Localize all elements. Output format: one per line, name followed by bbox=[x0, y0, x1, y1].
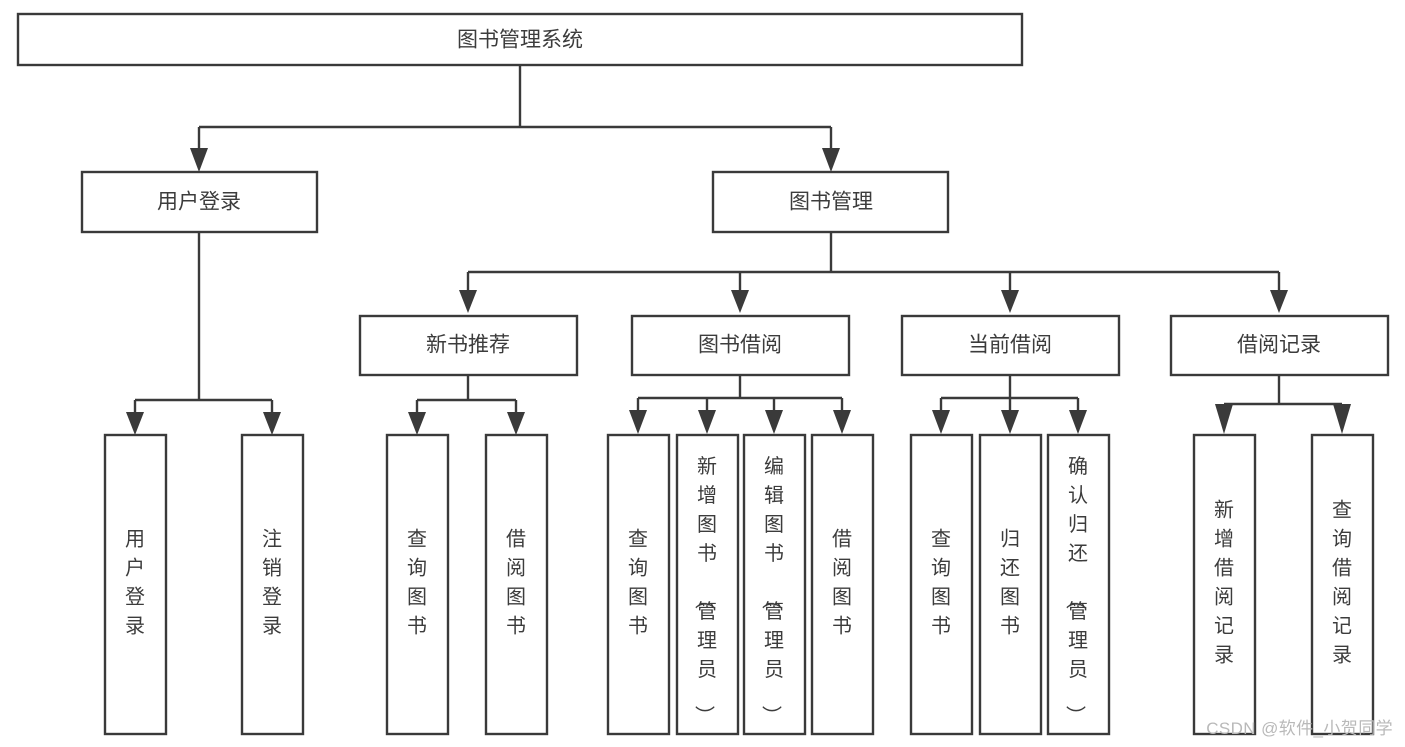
arrow-icon bbox=[507, 412, 525, 435]
arrowhead-layer bbox=[126, 148, 1351, 435]
node-new-book-recommend-box[interactable] bbox=[358, 314, 579, 377]
leaf-label: 借阅图书 bbox=[832, 528, 852, 638]
leaf-box[interactable] bbox=[1046, 433, 1111, 736]
leaf-box[interactable] bbox=[909, 433, 974, 736]
leaf-current-query-book[interactable]: 查询图书 bbox=[909, 433, 974, 736]
node-book-borrow[interactable]: 图书借阅 bbox=[630, 314, 851, 377]
leaf-borrow-query-book[interactable]: 查询图书 bbox=[606, 433, 671, 736]
leaf-record-query-record[interactable]: 查询借阅记录 bbox=[1310, 433, 1375, 736]
leaf-box[interactable] bbox=[385, 433, 450, 736]
leaf-borrow-edit-book[interactable]: 编辑图书（管理员） bbox=[742, 433, 807, 736]
leaf-label: 编辑图书（管理员） bbox=[759, 455, 784, 725]
node-user-login[interactable]: 用户登录 bbox=[80, 170, 319, 234]
node-new-book-recommend[interactable]: 新书推荐 bbox=[358, 314, 579, 377]
leaf-box[interactable] bbox=[103, 433, 168, 736]
leaf-box[interactable] bbox=[742, 433, 807, 736]
arrow-icon bbox=[1069, 410, 1087, 434]
connector-layer bbox=[133, 65, 1344, 416]
leaf-box[interactable] bbox=[1310, 433, 1375, 736]
arrow-icon bbox=[408, 412, 426, 435]
node-book-manage[interactable]: 图书管理 bbox=[711, 170, 950, 234]
arrow-icon bbox=[932, 410, 950, 434]
node-root-box[interactable] bbox=[16, 12, 1024, 67]
leaf-label: 借阅图书 bbox=[506, 528, 526, 638]
leaf-label: 查询图书 bbox=[628, 528, 648, 638]
node-current-borrow-box[interactable] bbox=[900, 314, 1121, 377]
leaf-label: 用户登录 bbox=[125, 529, 145, 638]
arrow-icon bbox=[1001, 410, 1019, 434]
leaf-label: 注销登录 bbox=[262, 528, 282, 638]
leaf-label: 归还图书 bbox=[1000, 528, 1020, 638]
arrow-icon bbox=[765, 410, 783, 434]
arrow-icon bbox=[629, 410, 647, 434]
leaf-label: 确认归还（管理员） bbox=[1063, 455, 1088, 725]
leaf-box[interactable] bbox=[1192, 433, 1257, 736]
leaf-current-confirm-return[interactable]: 确认归还（管理员） bbox=[1046, 433, 1111, 736]
arrow-icon bbox=[459, 290, 477, 313]
node-borrow-record[interactable]: 借阅记录 bbox=[1169, 314, 1390, 377]
node-root-label: 图书管理系统 bbox=[457, 29, 583, 52]
csdn-watermark: CSDN @软件_小贺同学 bbox=[1206, 719, 1393, 738]
node-borrow-record-label: 借阅记录 bbox=[1237, 334, 1321, 357]
leaf-newbook-borrow-book[interactable]: 借阅图书 bbox=[484, 433, 549, 736]
leaf-borrow-borrow-book[interactable]: 借阅图书 bbox=[810, 433, 875, 736]
arrow-icon bbox=[698, 410, 716, 434]
leaf-label: 查询图书 bbox=[931, 528, 951, 638]
arrow-icon bbox=[1001, 290, 1019, 313]
leaf-label: 查询图书 bbox=[407, 528, 427, 638]
leaf-box[interactable] bbox=[978, 433, 1043, 736]
node-book-manage-box[interactable] bbox=[711, 170, 950, 234]
node-book-manage-label: 图书管理 bbox=[789, 191, 873, 214]
leaf-record-add-record[interactable]: 新增借阅记录 bbox=[1192, 433, 1257, 736]
leaf-box[interactable] bbox=[606, 433, 671, 736]
node-book-borrow-box[interactable] bbox=[630, 314, 851, 377]
arrow-icon bbox=[126, 412, 144, 435]
arrow-icon bbox=[822, 148, 840, 172]
leaf-label: 新增图书（管理员） bbox=[692, 455, 717, 725]
node-current-borrow-label: 当前借阅 bbox=[968, 334, 1052, 357]
node-borrow-record-box[interactable] bbox=[1169, 314, 1390, 377]
node-root[interactable]: 图书管理系统 bbox=[16, 12, 1024, 67]
leaf-box[interactable] bbox=[810, 433, 875, 736]
leaf-user-login-logout[interactable]: 注销登录 bbox=[240, 433, 305, 736]
arrow-icon bbox=[731, 290, 749, 313]
node-book-borrow-label: 图书借阅 bbox=[698, 334, 782, 357]
node-user-login-label: 用户登录 bbox=[157, 191, 241, 214]
leaf-box[interactable] bbox=[484, 433, 549, 736]
leaf-user-login-login[interactable]: 用户登录 bbox=[103, 433, 168, 736]
leaf-box[interactable] bbox=[675, 433, 740, 736]
node-user-login-box[interactable] bbox=[80, 170, 319, 234]
leaf-borrow-add-book[interactable]: 新增图书（管理员） bbox=[675, 433, 740, 736]
arrow-icon bbox=[1333, 404, 1351, 434]
node-current-borrow[interactable]: 当前借阅 bbox=[900, 314, 1121, 377]
arrow-icon bbox=[263, 412, 281, 435]
node-new-book-recommend-label: 新书推荐 bbox=[426, 334, 510, 357]
leaf-box[interactable] bbox=[240, 433, 305, 736]
arrow-icon bbox=[833, 410, 851, 434]
leaf-newbook-query-book[interactable]: 查询图书 bbox=[385, 433, 450, 736]
arrow-icon bbox=[190, 148, 208, 172]
leaf-label: 新增借阅记录 bbox=[1214, 499, 1234, 667]
leaf-current-return-book[interactable]: 归还图书 bbox=[978, 433, 1043, 736]
arrow-icon bbox=[1270, 290, 1288, 313]
leaf-label: 查询借阅记录 bbox=[1332, 499, 1352, 667]
arrow-icon bbox=[1215, 404, 1233, 434]
